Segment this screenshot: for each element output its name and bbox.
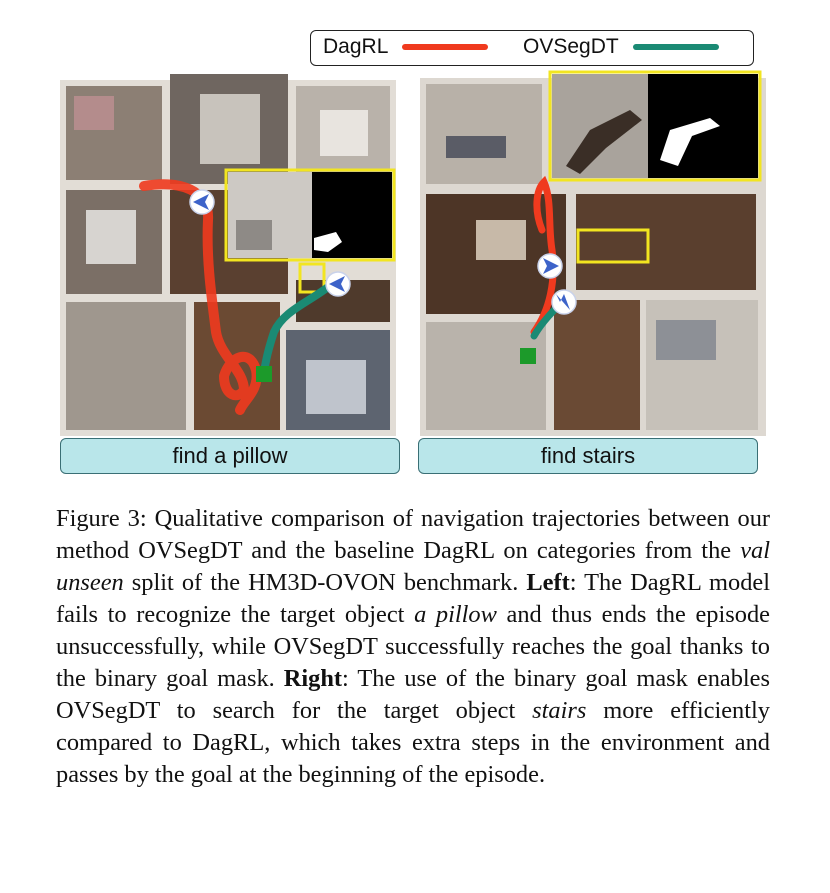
legend-swatch-ovsegdt [632, 44, 719, 50]
caption-intro-end: split of the HM3D-OVON benchmark. [123, 569, 527, 596]
room-dining [426, 322, 546, 430]
pillow-in-view [236, 220, 272, 250]
figure-caption: Figure 3: Qualitative comparison of navi… [56, 503, 770, 791]
bed-2 [320, 110, 368, 156]
legend-swatch-dagrl [402, 44, 489, 50]
agent-arrow-icon [193, 194, 209, 210]
floorplan-left [60, 74, 396, 436]
goal-mask-frame-right [548, 70, 762, 182]
trajectory-dagrl-right [530, 175, 557, 336]
floorplan-right [420, 70, 766, 436]
goal-region-box [298, 262, 326, 294]
room-family [646, 300, 758, 430]
sofa [446, 136, 506, 158]
caption-left-a: : The DagRL model fails to recognize the… [56, 569, 770, 628]
caption-right-em: stairs [532, 697, 587, 724]
room-floor-wood-right [554, 300, 640, 430]
caption-right-b: more efficiently compared to DagRL, whic… [56, 697, 771, 788]
panel-caption-left: find a pillow [60, 438, 400, 474]
caption-intro: Qualitative comparison of navigation tra… [56, 505, 771, 564]
island [476, 220, 526, 260]
sectional [656, 320, 716, 360]
goal-marker [256, 366, 272, 382]
agent-arrow-icon-3 [543, 258, 559, 274]
trajectory-ovsegdt [260, 280, 336, 376]
bed-3 [86, 210, 136, 264]
trajectory-dagrl [139, 179, 262, 415]
stairs-in-view [566, 110, 642, 174]
figure: DagRL OVSegDT [56, 30, 766, 478]
caption-left-bold: Left [526, 569, 570, 596]
mask-blob [314, 232, 342, 252]
caption-label: Figure 3: [56, 505, 147, 532]
bed-master [306, 360, 366, 414]
rug-pattern [200, 94, 260, 164]
legend-entry-ovsegdt: OVSegDT [523, 35, 719, 59]
legend-entry-dagrl: DagRL [323, 35, 489, 59]
bed-1 [74, 96, 114, 130]
agent-arrow-icon-4 [556, 294, 570, 310]
mask-stairs-blob [660, 118, 720, 166]
caption-right-bold: Right [283, 665, 343, 692]
legend: DagRL OVSegDT [310, 30, 754, 66]
goal-marker-right [520, 348, 536, 364]
room-hall-right [576, 194, 756, 290]
caption-left-em: a pillow [414, 601, 497, 628]
panel-caption-right: find stairs [418, 438, 758, 474]
legend-label-dagrl: DagRL [323, 35, 389, 58]
room-living-top [426, 84, 542, 184]
agent-arrow-icon-2 [329, 276, 345, 292]
caption-right-a: : The use of the binary goal mask enable… [56, 665, 771, 724]
caption-left-b: and thus ends the episode unsuccessfully… [56, 601, 770, 692]
caption-intro-em: val unseen [56, 537, 770, 596]
goal-region-box-right [576, 228, 650, 264]
goal-mask-frame [224, 168, 396, 262]
room-bath [66, 302, 186, 430]
legend-label-ovsegdt: OVSegDT [523, 35, 619, 58]
